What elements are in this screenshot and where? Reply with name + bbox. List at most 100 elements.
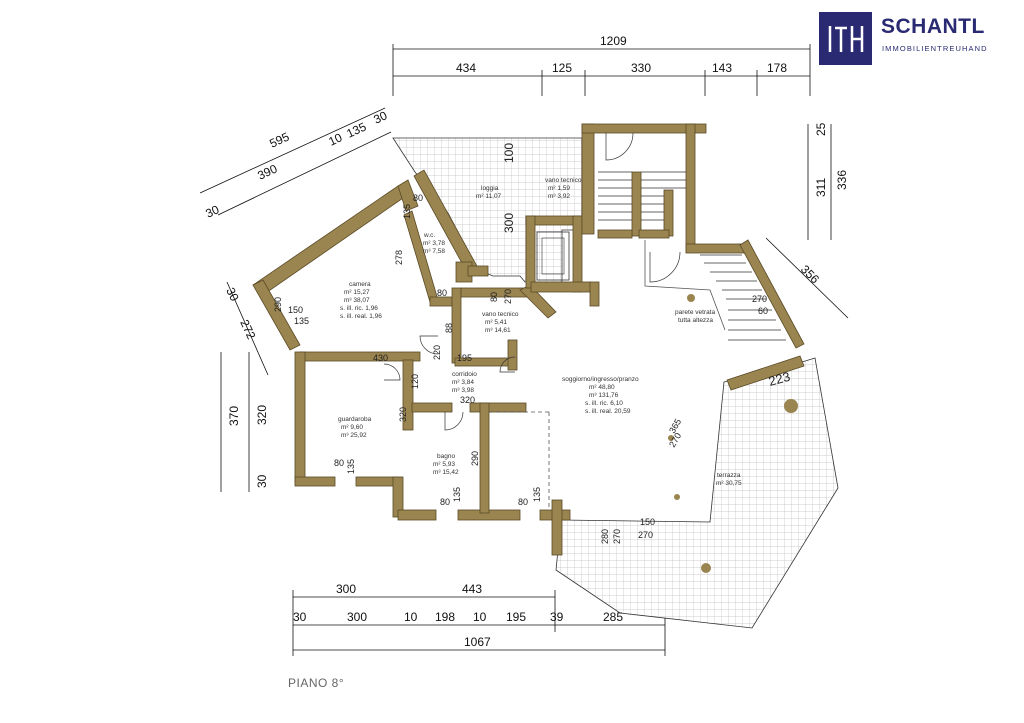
dim-top-178: 178 xyxy=(767,61,787,75)
floor-label: PIANO 8° xyxy=(288,676,345,690)
svg-text:vano tecnico: vano tecnico xyxy=(482,311,519,318)
room-loggia: loggia m² 11,07 xyxy=(476,185,502,200)
svg-text:m³ 131,76: m³ 131,76 xyxy=(589,392,619,399)
dim-left-272: 272 xyxy=(237,317,258,341)
dim-label: 80 xyxy=(334,458,344,468)
dim-label: 100 xyxy=(502,143,516,163)
brand-tagline: IMMOBILIENTREUHAND xyxy=(882,44,988,53)
dim-label: 280 xyxy=(600,529,610,544)
label-parete-vetrata: parete vetrata tutta altezza xyxy=(675,309,715,324)
dim-right-356: 356 xyxy=(798,262,822,286)
dim-left-10: 10 xyxy=(326,130,344,148)
monogram-icon xyxy=(828,26,864,52)
dim-left-30c: 30 xyxy=(223,285,241,303)
dim-label: 80 xyxy=(413,193,423,203)
svg-text:vano tecnico: vano tecnico xyxy=(545,177,582,184)
dimension-lines xyxy=(199,44,849,656)
dim-bottom-195: 195 xyxy=(506,610,526,624)
dim-label: 120 xyxy=(410,374,420,389)
dim-top-total: 1209 xyxy=(600,34,627,48)
svg-text:m² 15,27: m² 15,27 xyxy=(344,289,370,296)
dim-bottom-443: 443 xyxy=(462,582,482,596)
svg-text:m² 9,60: m² 9,60 xyxy=(341,424,363,431)
walls xyxy=(252,123,805,556)
dim-label: 270 xyxy=(667,431,683,449)
svg-text:m² 11,07: m² 11,07 xyxy=(476,193,502,200)
svg-text:m² 48,80: m² 48,80 xyxy=(589,384,615,391)
svg-text:m² 3,84: m² 3,84 xyxy=(452,379,474,386)
dim-right-336: 336 xyxy=(835,170,849,190)
dim-left-595: 595 xyxy=(267,129,291,150)
dim-label: 220 xyxy=(432,345,442,360)
svg-text:parete vetrata: parete vetrata xyxy=(675,309,715,316)
dim-label: 80 xyxy=(489,292,499,302)
svg-text:m² 5,93: m² 5,93 xyxy=(433,461,455,468)
dim-label: 270 xyxy=(752,294,767,304)
dim-left-370: 370 xyxy=(227,406,241,426)
dim-label: 135 xyxy=(532,487,542,502)
room-corridoio: corridoio m² 3,84 m³ 3,98 xyxy=(452,371,477,394)
dim-top-434: 434 xyxy=(456,61,476,75)
dim-top-330: 330 xyxy=(631,61,651,75)
dim-label: 150 xyxy=(288,305,303,315)
svg-text:m³ 25,92: m³ 25,92 xyxy=(341,432,367,439)
svg-text:guardaroba: guardaroba xyxy=(338,416,372,423)
svg-text:m³ 3,92: m³ 3,92 xyxy=(548,193,570,200)
svg-text:soggiorno/ingresso/pranzo: soggiorno/ingresso/pranzo xyxy=(562,376,639,383)
room-vano-tecnico-1: vano tecnico m² 1,59 m³ 3,92 xyxy=(545,177,582,200)
svg-text:m³ 14,61: m³ 14,61 xyxy=(485,327,511,334)
svg-text:s. ill. ric. 1,96: s. ill. ric. 1,96 xyxy=(340,305,378,312)
room-guardaroba: guardaroba m² 9,60 m³ 25,92 xyxy=(338,416,372,439)
dim-label: 60 xyxy=(758,306,768,316)
dim-label: 223 xyxy=(767,369,792,389)
dim-top-125: 125 xyxy=(552,61,572,75)
svg-text:s. ill. real. 1,96: s. ill. real. 1,96 xyxy=(340,313,382,320)
svg-text:bagno: bagno xyxy=(437,453,455,460)
dim-label: 135 xyxy=(294,316,309,326)
stair-treads xyxy=(598,171,786,341)
dim-left-320: 320 xyxy=(255,405,269,425)
dim-bottom-total: 1067 xyxy=(464,635,491,649)
dim-label: 135 xyxy=(402,204,412,219)
svg-text:m³ 38,07: m³ 38,07 xyxy=(344,297,370,304)
svg-text:m² 3,78: m² 3,78 xyxy=(423,240,445,247)
dim-label: 135 xyxy=(452,487,462,502)
dim-label: 270 xyxy=(503,289,513,304)
brand-logo-mark xyxy=(819,12,872,65)
svg-text:terrazza: terrazza xyxy=(717,472,741,479)
dim-left-30b: 30 xyxy=(203,202,221,220)
doors xyxy=(383,132,681,431)
dim-left-135: 135 xyxy=(344,119,368,140)
dim-bottom-39: 39 xyxy=(550,610,564,624)
dim-bottom-198: 198 xyxy=(435,610,455,624)
dim-bottom-10b: 10 xyxy=(473,610,487,624)
dim-label: 80 xyxy=(440,497,450,507)
dim-left-30a: 30 xyxy=(371,108,389,126)
dim-label: 80 xyxy=(518,497,528,507)
dim-label: 278 xyxy=(394,250,404,265)
dim-label: 80 xyxy=(437,288,447,298)
svg-text:m³ 3,98: m³ 3,98 xyxy=(452,387,474,394)
svg-text:loggia: loggia xyxy=(481,185,499,192)
dim-bottom-300b: 300 xyxy=(347,610,367,624)
dim-right-25: 25 xyxy=(814,122,828,136)
dim-label: 270 xyxy=(612,529,622,544)
svg-text:m³ 15,42: m³ 15,42 xyxy=(433,469,459,476)
dim-label: 290 xyxy=(470,451,480,466)
dim-label: 320 xyxy=(460,395,475,405)
terrace-floor xyxy=(555,357,839,629)
dim-label: 135 xyxy=(346,459,356,474)
dim-bottom-285: 285 xyxy=(603,610,623,624)
svg-text:tutta altezza: tutta altezza xyxy=(678,317,713,324)
svg-text:s. ill. ric. 6,10: s. ill. ric. 6,10 xyxy=(585,400,623,407)
room-camera: camera m² 15,27 m³ 38,07 s. ill. ric. 1,… xyxy=(340,281,382,320)
dim-bottom-10a: 10 xyxy=(404,610,418,624)
dim-bottom-300: 300 xyxy=(336,582,356,596)
room-terrazza: terrazza m² 30,75 xyxy=(716,472,742,487)
dim-label: 195 xyxy=(457,353,472,363)
dim-label: 270 xyxy=(638,530,653,540)
room-vano-tecnico-2: vano tecnico m² 5,41 m³ 14,61 xyxy=(482,311,519,334)
fixtures xyxy=(489,231,798,573)
dim-left-390: 390 xyxy=(255,161,279,182)
